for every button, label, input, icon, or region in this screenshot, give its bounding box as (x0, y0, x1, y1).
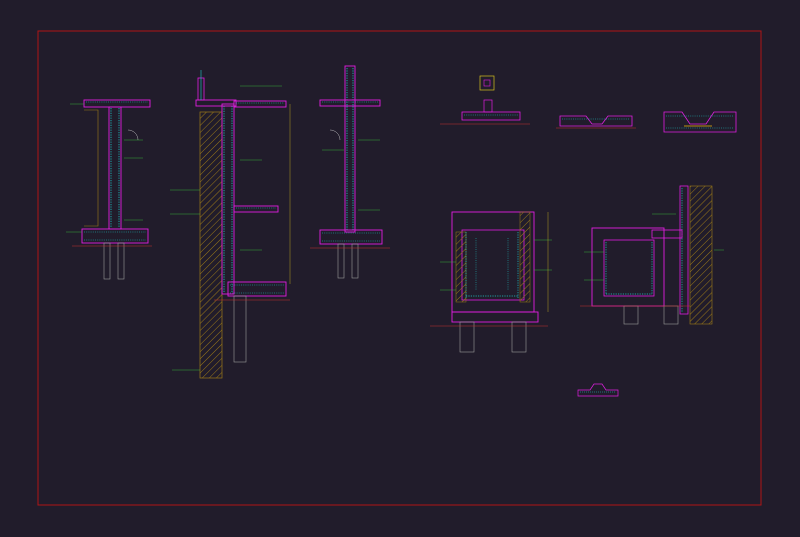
section-3-detail (310, 65, 390, 279)
sheet-frame (37, 30, 762, 506)
detail-c-small (663, 111, 737, 133)
section-2-detail (170, 70, 291, 379)
detail-d-small (577, 383, 619, 397)
section-1-detail (66, 99, 152, 280)
detail-a-small (440, 75, 530, 125)
section-5-detail (580, 185, 724, 325)
detail-b-small (556, 115, 636, 129)
section-4-detail (430, 211, 552, 353)
